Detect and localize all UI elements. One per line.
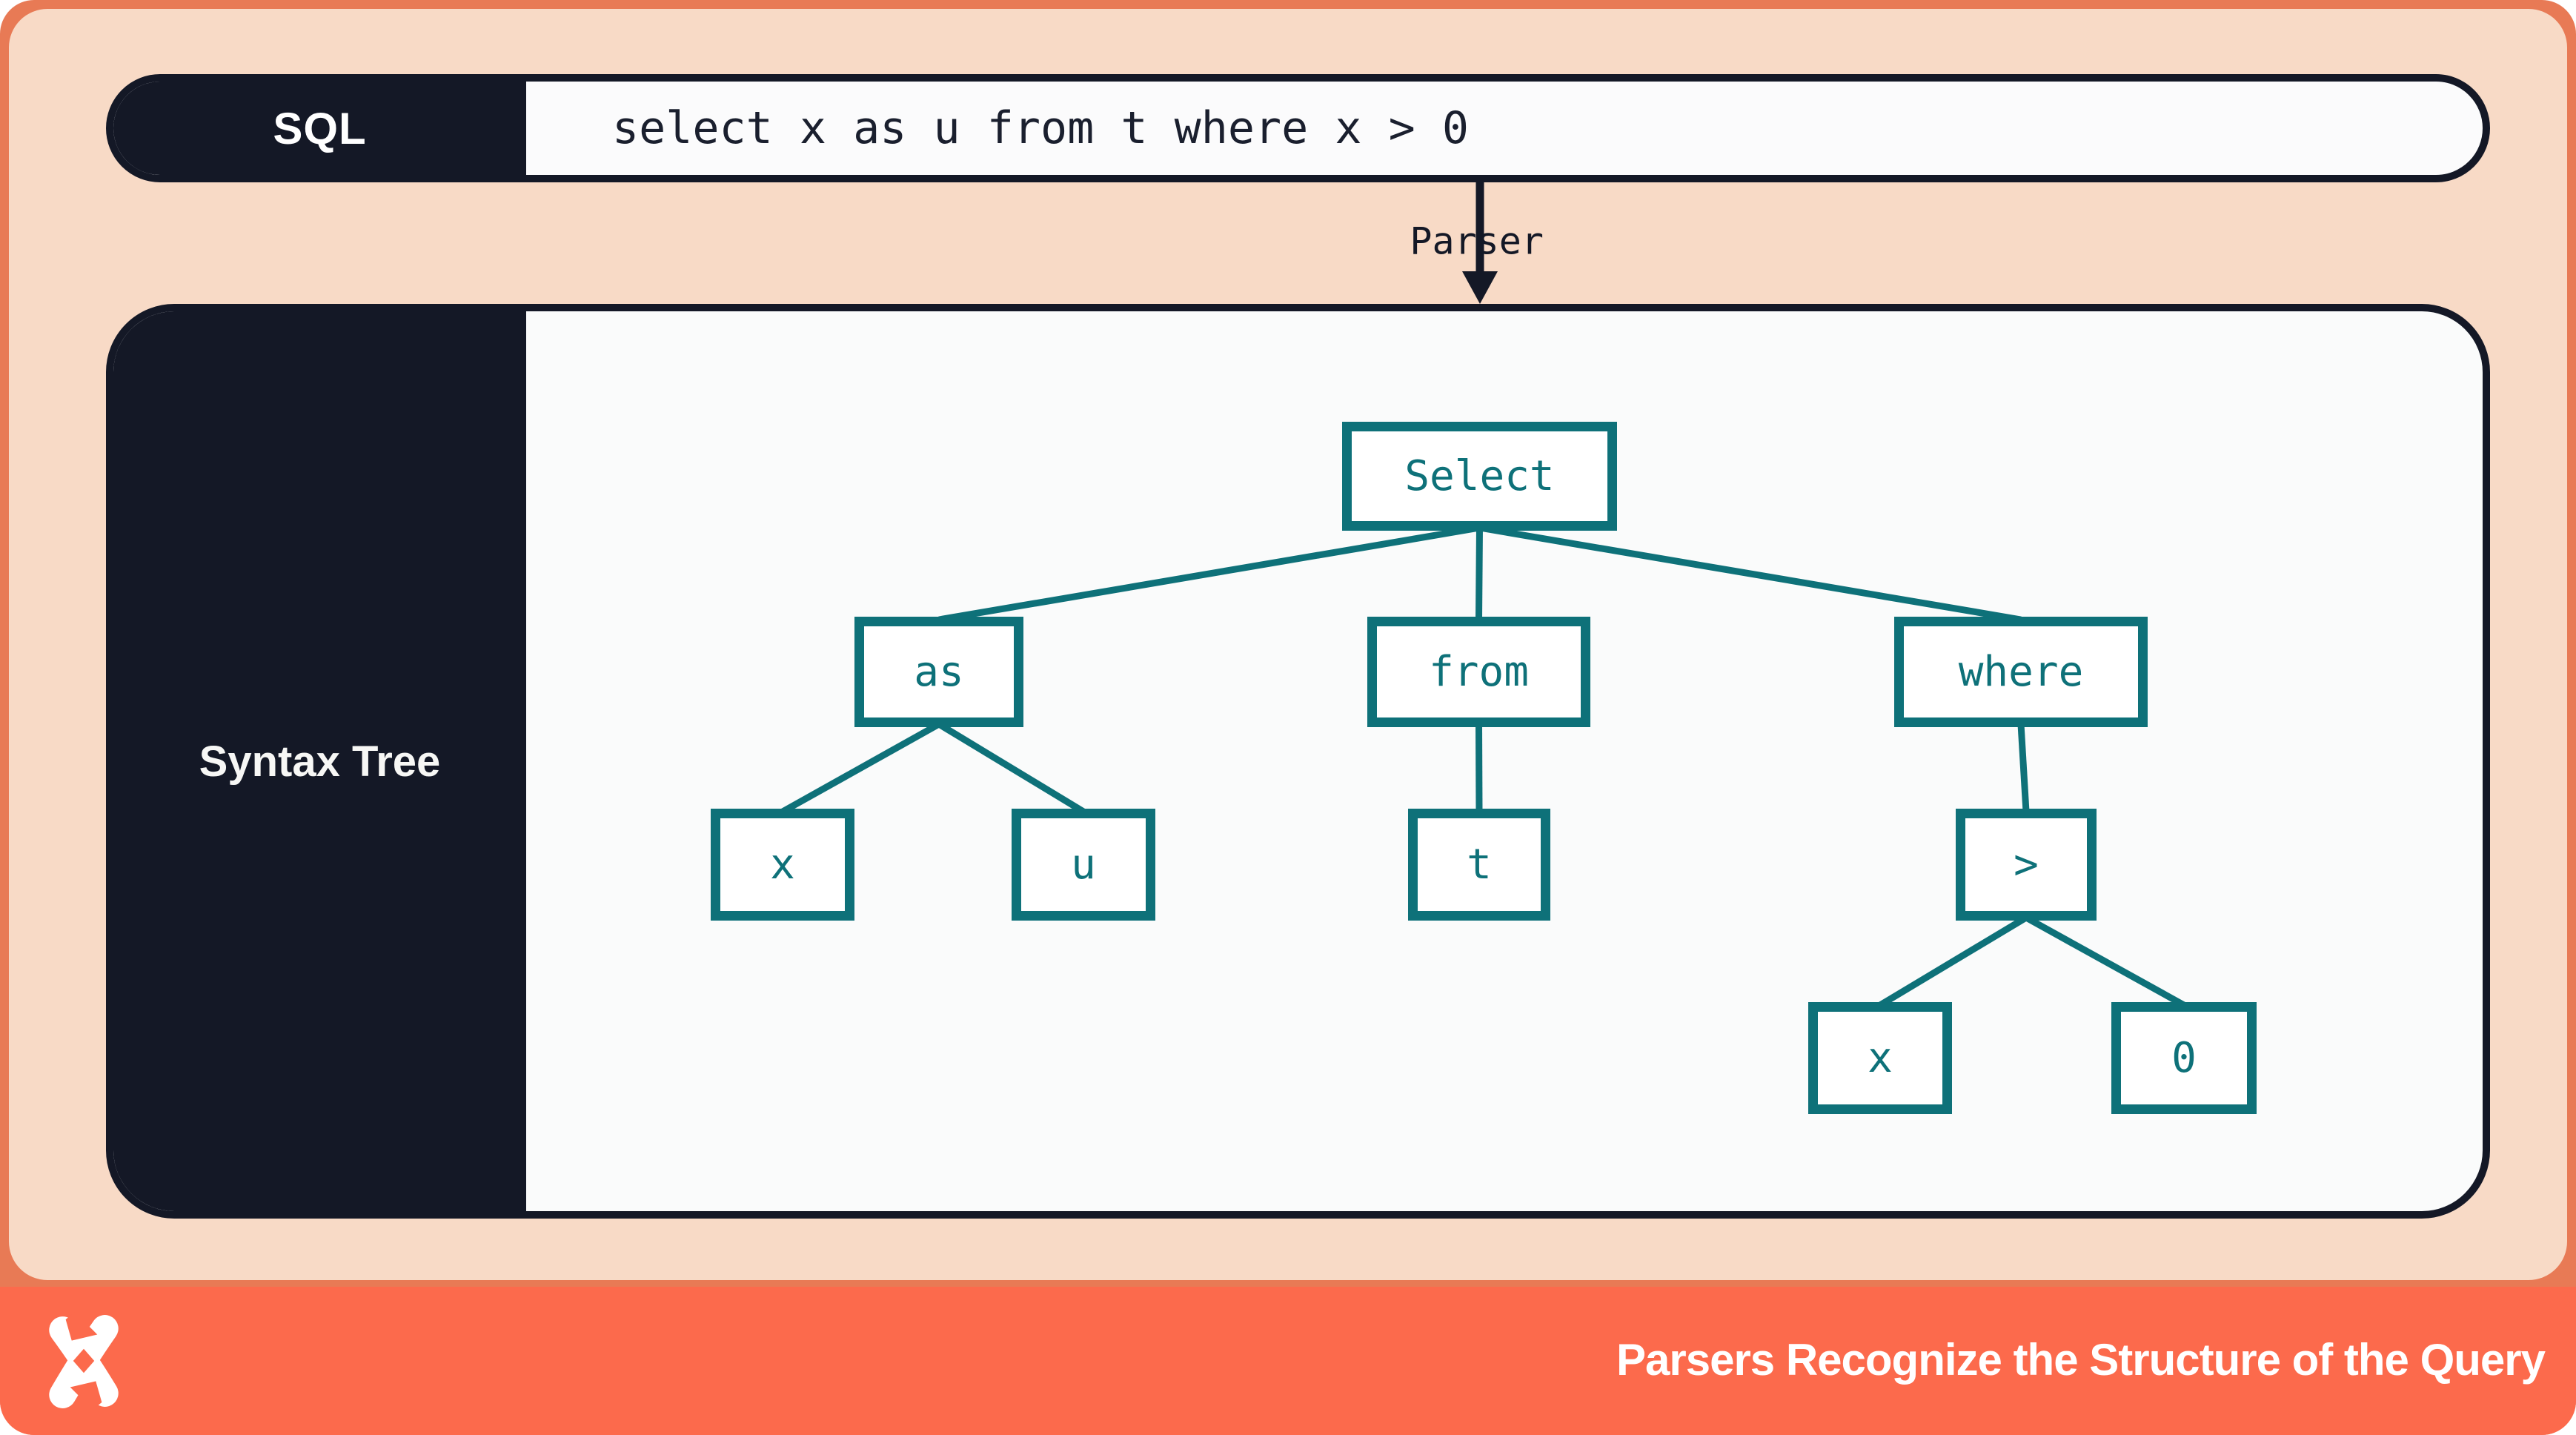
tree-node-label: from [1429, 648, 1529, 696]
tree-node-as: as [854, 617, 1023, 727]
sql-bar: SQL select x as u from t where x > 0 [106, 74, 2490, 182]
syntax-tree-label: Syntax Tree [199, 737, 441, 786]
tree-node-greater-than: > [1956, 809, 2097, 921]
dolt-logo-icon [49, 1312, 119, 1410]
tree-node-x-alias-source: x [711, 809, 854, 921]
tree-node-label: x [1868, 1034, 1893, 1082]
tree-node-label: 0 [2171, 1034, 2197, 1082]
sql-query-text: select x as u from t where x > 0 [612, 102, 1469, 154]
syntax-tree-sidebar: Syntax Tree [113, 311, 526, 1211]
down-arrow-icon [1462, 182, 1498, 304]
footer-title: Parsers Recognize the Structure of the Q… [1616, 1335, 2546, 1385]
tree-node-x-comparison: x [1808, 1002, 1952, 1114]
tree-node-from: from [1367, 617, 1590, 727]
tree-node-label: x [770, 841, 795, 889]
tree-node-zero: 0 [2111, 1002, 2257, 1114]
tree-node-t: t [1408, 809, 1550, 921]
syntax-tree-panel: Syntax Tree Select as from where x u t >… [106, 304, 2490, 1219]
tree-node-label: as [914, 648, 964, 696]
sql-bar-label-section: SQL [113, 82, 526, 175]
sql-bar-label: SQL [273, 103, 367, 153]
tree-node-label: > [2014, 841, 2039, 889]
tree-node-u: u [1012, 809, 1155, 921]
tree-node-where: where [1894, 617, 2148, 727]
tree-node-label: t [1467, 841, 1492, 889]
tree-node-select: Select [1342, 422, 1617, 531]
tree-node-label: u [1071, 841, 1096, 889]
parser-arrow-zone: Parser [106, 182, 2490, 304]
tree-node-label: where [1958, 648, 2084, 696]
tree-edges [780, 524, 2186, 1008]
footer-bar: Parsers Recognize the Structure of the Q… [0, 1287, 2576, 1435]
tree-node-label: Select [1404, 452, 1555, 500]
